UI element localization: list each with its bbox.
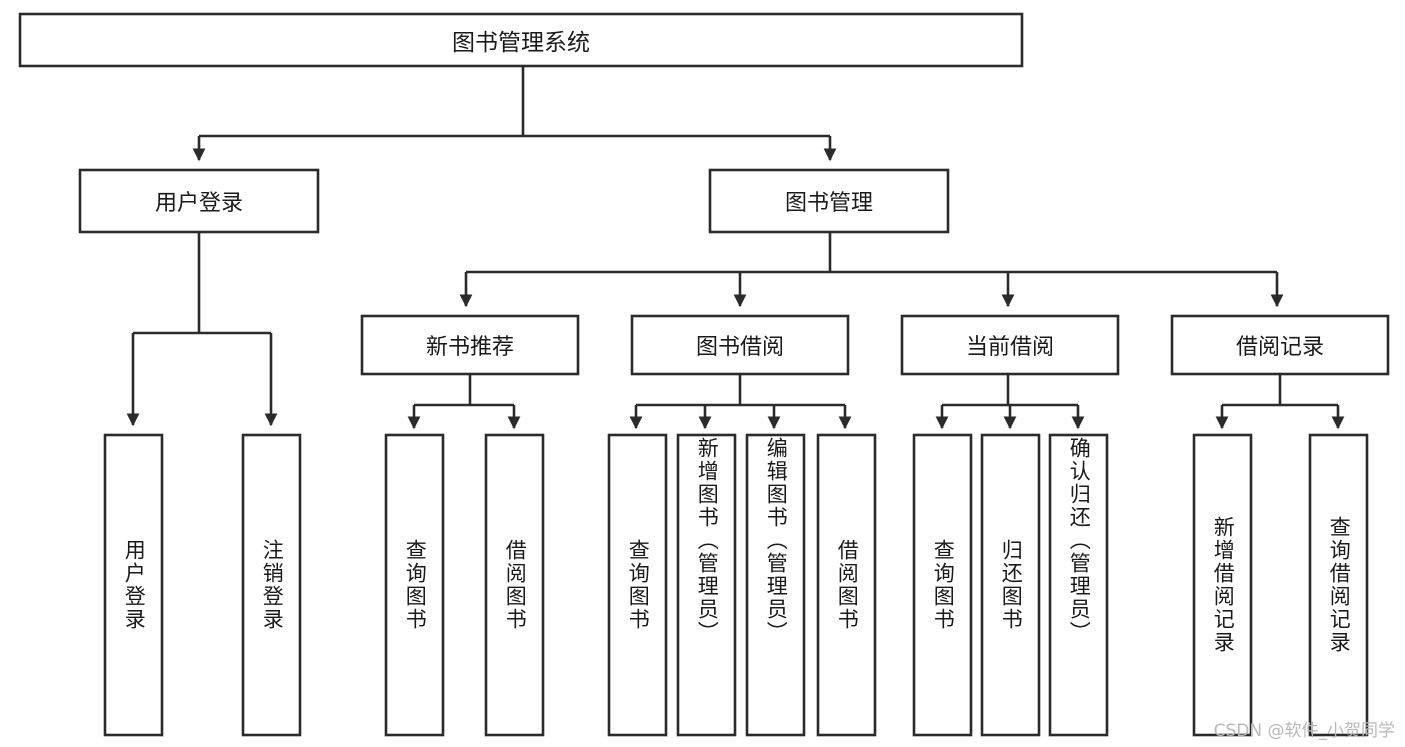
leaf-box-borrow-record-2[interactable] — [1308, 433, 1369, 737]
leaf-box-current-borrow-2[interactable] — [980, 433, 1041, 737]
leaf-box-new-book-1[interactable] — [384, 433, 445, 737]
node-book-management-box[interactable] — [708, 168, 950, 234]
leaf-box-book-borrow-1[interactable] — [607, 433, 668, 737]
leaf-box-book-borrow-2[interactable] — [676, 433, 737, 737]
node-user-login-box[interactable] — [78, 168, 320, 234]
leaf-box-borrow-record-1[interactable] — [1192, 433, 1253, 737]
node-borrow-record-box[interactable] — [1170, 314, 1390, 376]
leaf-box-user-login-1[interactable] — [103, 433, 164, 737]
leaf-box-current-borrow-3[interactable] — [1048, 433, 1109, 737]
leaf-box-book-borrow-3[interactable] — [745, 433, 806, 737]
leaf-box-new-book-2[interactable] — [484, 433, 545, 737]
node-new-book-box[interactable] — [360, 314, 580, 376]
node-current-borrow-box[interactable] — [900, 314, 1120, 376]
leaf-box-current-borrow-1[interactable] — [912, 433, 973, 737]
leaf-box-user-login-2[interactable] — [241, 433, 302, 737]
node-root-box[interactable] — [18, 12, 1024, 68]
leaf-box-book-borrow-4[interactable] — [816, 433, 877, 737]
node-book-borrow-box[interactable] — [630, 314, 850, 376]
